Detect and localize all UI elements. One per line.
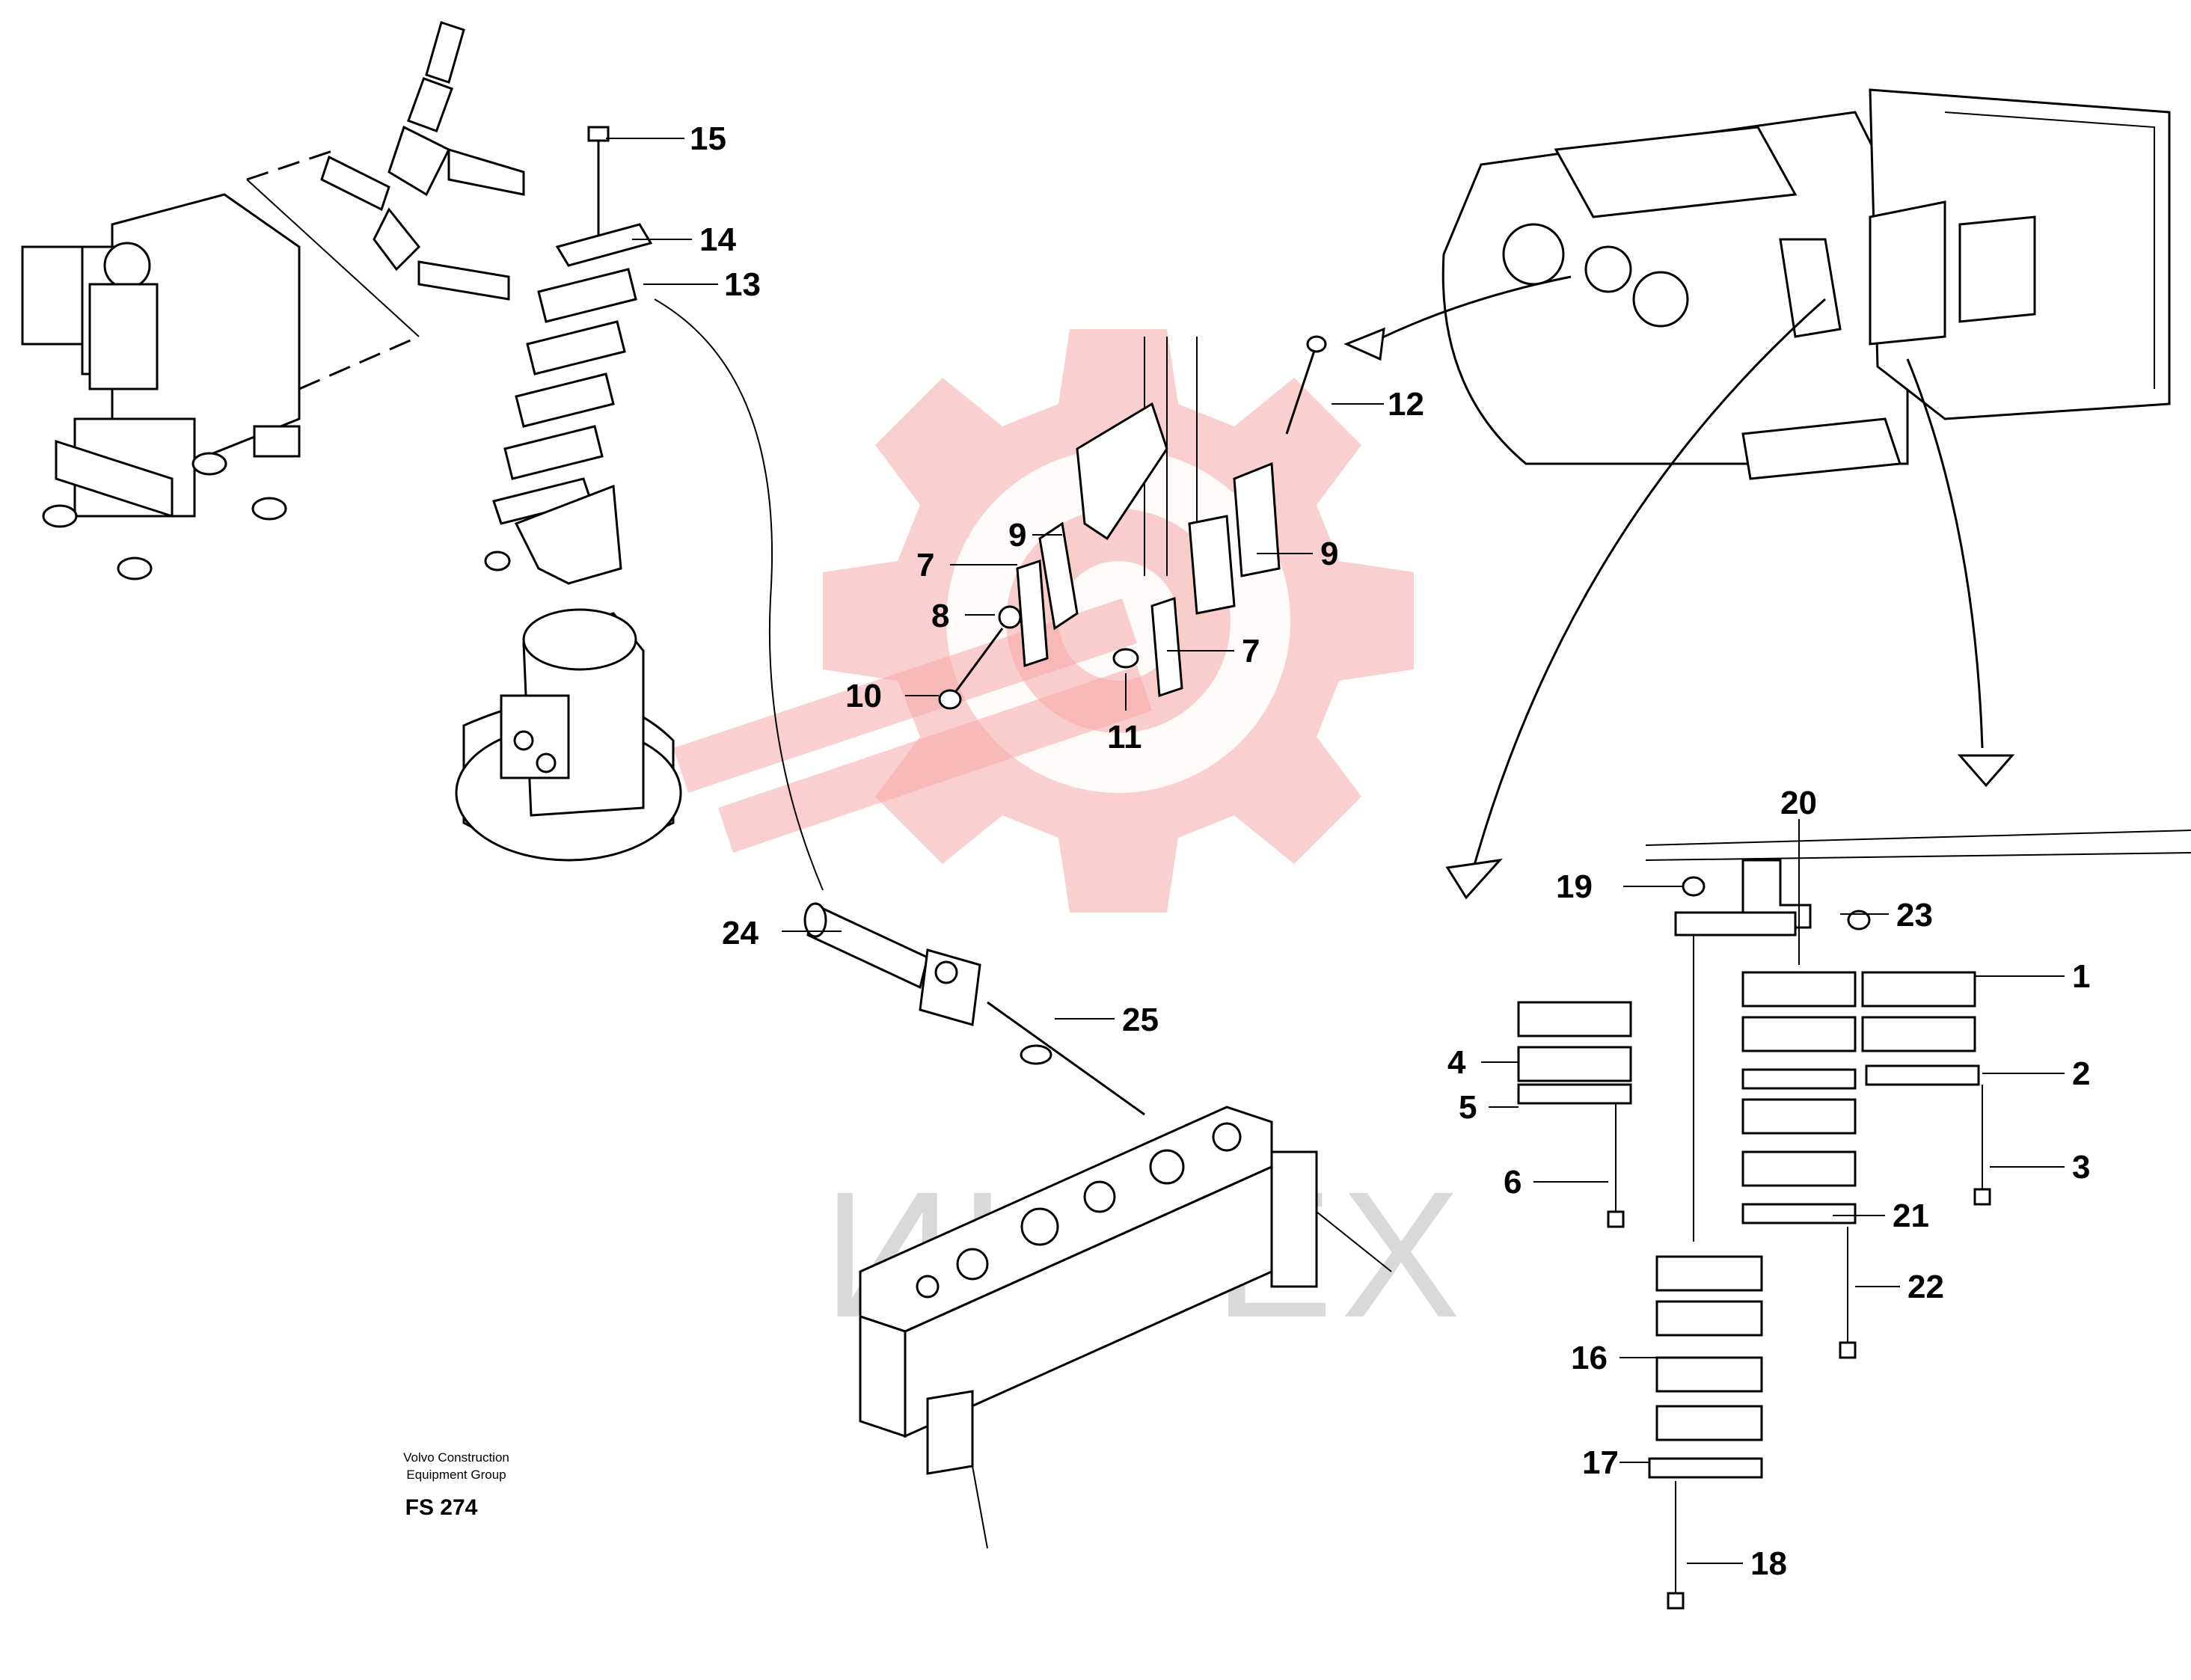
callout-25: 25 xyxy=(1122,1002,1159,1038)
footer: Volvo Construction Equipment Group FS 27… xyxy=(403,1450,509,1520)
callout-16: 16 xyxy=(1571,1340,1608,1376)
callout-19: 19 xyxy=(1556,868,1593,905)
callout-20: 20 xyxy=(1780,785,1817,821)
machine-overview xyxy=(1441,88,2171,480)
callout-12: 12 xyxy=(1388,386,1424,423)
hose-and-manifold xyxy=(803,902,1392,1549)
callout-3: 3 xyxy=(2072,1149,2090,1186)
callout-15: 15 xyxy=(690,120,726,157)
callout-5: 5 xyxy=(1459,1089,1477,1126)
callout-labels: 15 14 13 12 9 7 8 10 9 7 11 24 25 20 19 … xyxy=(690,120,2090,1582)
callout-18: 18 xyxy=(1750,1545,1787,1582)
solenoid-valve-assembly xyxy=(21,21,525,580)
callout-10: 10 xyxy=(845,678,882,714)
clamp-stack-upper-left xyxy=(484,126,653,585)
clamp-group-center xyxy=(938,335,1327,710)
leader-arrows xyxy=(654,275,2015,900)
callout-21: 21 xyxy=(1893,1198,1929,1234)
clamp-group-right xyxy=(1517,830,2191,1610)
hydraulic-valve-housing xyxy=(455,608,682,862)
callout-23: 23 xyxy=(1896,897,1933,933)
callout-2: 2 xyxy=(2072,1055,2090,1092)
callout-9a: 9 xyxy=(1008,517,1026,554)
callout-14: 14 xyxy=(699,221,736,258)
callout-24: 24 xyxy=(722,915,759,951)
callout-6: 6 xyxy=(1504,1164,1522,1201)
callout-4: 4 xyxy=(1447,1044,1466,1081)
figure-code: FS 274 xyxy=(405,1495,478,1520)
company-line-1: Volvo Construction xyxy=(403,1450,509,1465)
callout-7a: 7 xyxy=(916,547,934,583)
callout-17: 17 xyxy=(1582,1444,1619,1481)
callout-22: 22 xyxy=(1907,1269,1944,1305)
callout-9b: 9 xyxy=(1320,536,1338,572)
company-line-2: Equipment Group xyxy=(406,1468,506,1482)
callout-leaders xyxy=(606,138,2065,1564)
callout-13: 13 xyxy=(724,266,761,303)
callout-11: 11 xyxy=(1107,719,1142,755)
callout-1: 1 xyxy=(2072,958,2090,995)
callout-7b: 7 xyxy=(1242,633,1260,669)
callout-8: 8 xyxy=(931,598,949,634)
